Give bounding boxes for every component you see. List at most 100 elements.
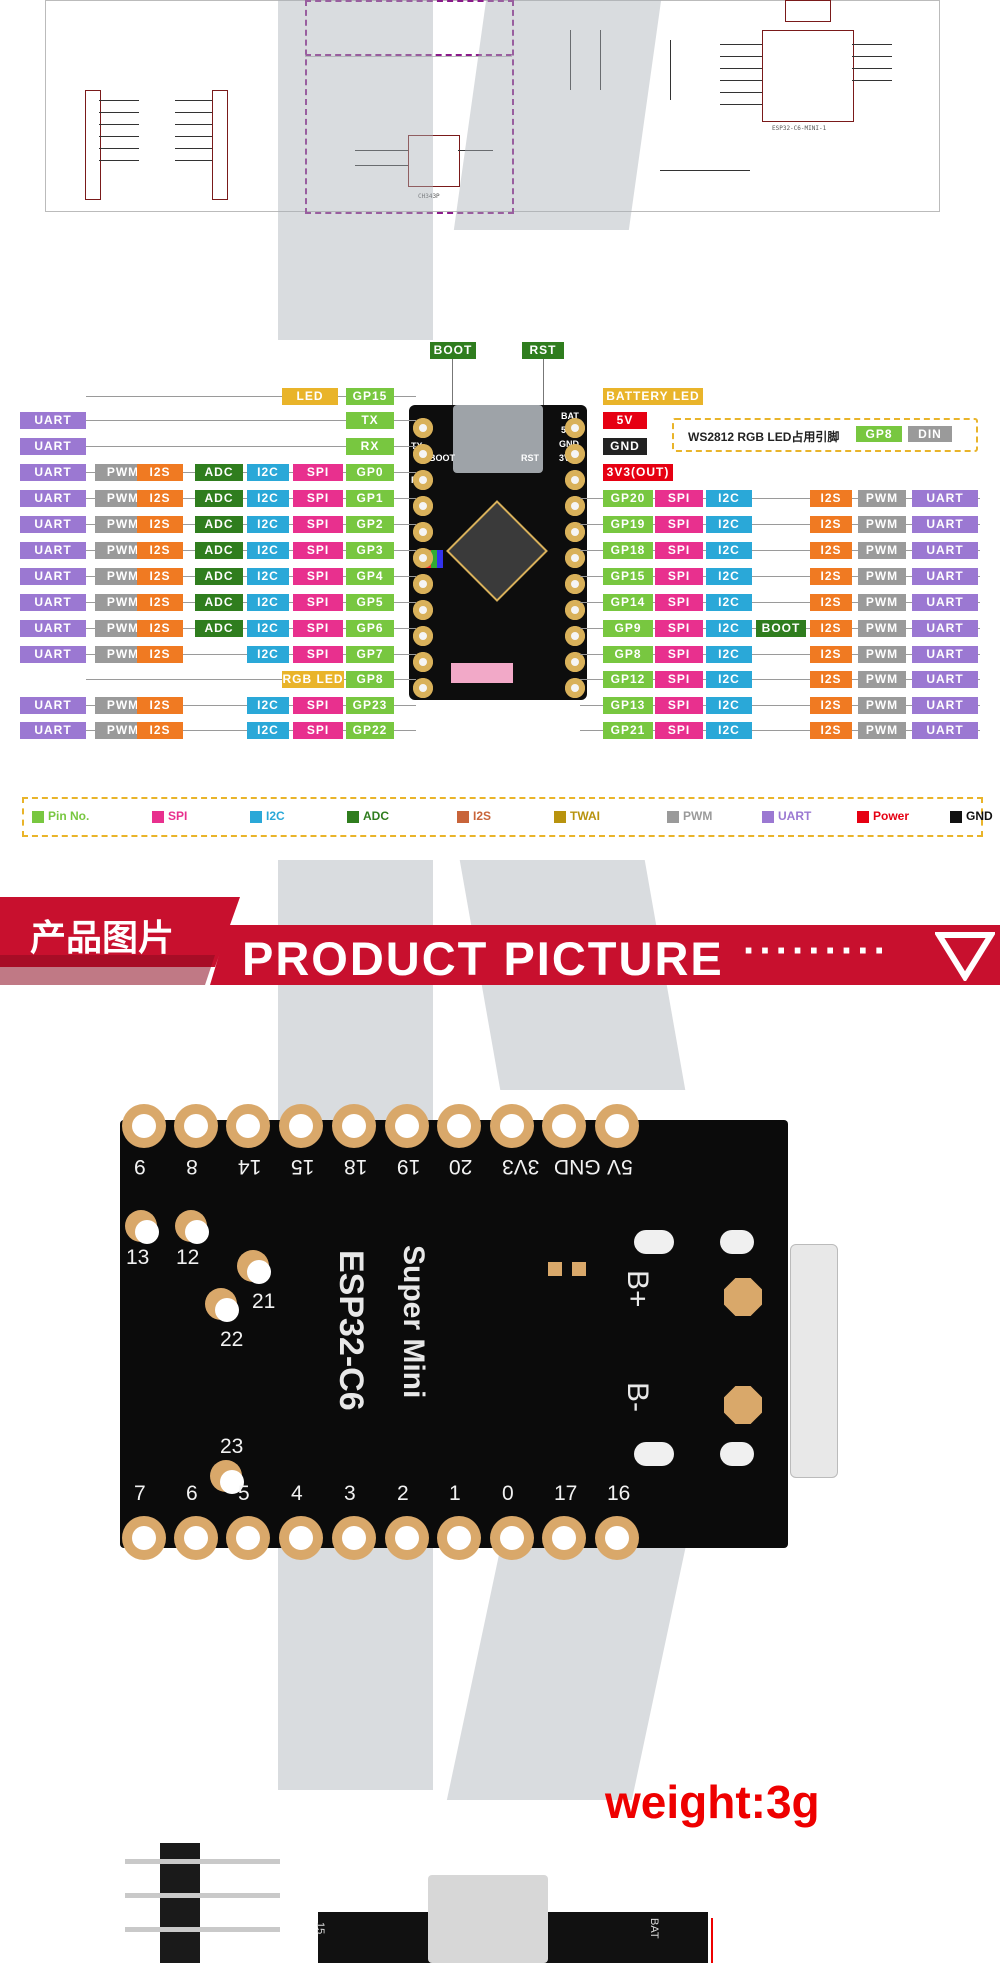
left-row-11-tag-rgb-led: RGB LED bbox=[282, 671, 344, 688]
bottom-pin-label-7: 7 bbox=[134, 1482, 146, 1505]
bottom-castellation-pad bbox=[542, 1516, 586, 1560]
right-row-13-tag-i2c: I2C bbox=[706, 722, 752, 739]
inner-pin-label-22: 22 bbox=[220, 1328, 244, 1351]
ch343p-chip bbox=[408, 135, 460, 187]
silk-b-plus: B+ bbox=[621, 1270, 654, 1308]
left-row-5-tag-adc: ADC bbox=[195, 516, 243, 533]
right-row-6-tag-uart: UART bbox=[912, 542, 978, 559]
legend-swatch-uart bbox=[762, 811, 774, 823]
top-pin-label-gnd: GND bbox=[554, 1155, 601, 1178]
board-pad bbox=[413, 626, 433, 646]
right-row-9-tag-spi: SPI bbox=[655, 620, 703, 637]
board-bat-label: BAT bbox=[561, 411, 579, 421]
left-row-6-tag-spi: SPI bbox=[293, 542, 343, 559]
top-castellation-pad bbox=[174, 1104, 218, 1148]
top-pin-label-3v3: 3V3 bbox=[502, 1155, 540, 1178]
connector-j2 bbox=[212, 90, 228, 200]
schematic-dashed-region bbox=[305, 0, 514, 214]
shield-pad bbox=[720, 1442, 754, 1466]
right-row-8-tag-uart: UART bbox=[912, 594, 978, 611]
right-row-6-tag-gp18: GP18 bbox=[603, 542, 653, 559]
right-row-11-tag-i2s: I2S bbox=[810, 671, 852, 688]
bottom-castellation-pad bbox=[332, 1516, 376, 1560]
inner-pin-pad-21 bbox=[237, 1250, 271, 1284]
right-row-8-tag-spi: SPI bbox=[655, 594, 703, 611]
banner-title-en: PRODUCT PICTURE bbox=[242, 932, 724, 985]
smd-pad bbox=[572, 1262, 586, 1276]
right-row-7-tag-pwm: PWM bbox=[858, 568, 906, 585]
bottom-castellation-pad bbox=[226, 1516, 270, 1560]
right-row-9-tag-i2s: I2S bbox=[810, 620, 852, 637]
right-row-0-tag-battery-led: BATTERY LED bbox=[603, 388, 703, 405]
legend-label-adc: ADC bbox=[363, 809, 389, 823]
legend-swatch-spi bbox=[152, 811, 164, 823]
legend-label-twai: TWAI bbox=[570, 809, 600, 823]
right-row-4-tag-spi: SPI bbox=[655, 490, 703, 507]
right-row-8-tag-pwm: PWM bbox=[858, 594, 906, 611]
right-row-7-tag-i2s: I2S bbox=[810, 568, 852, 585]
left-row-3-tag-i2c: I2C bbox=[247, 464, 289, 481]
schematic-section: CH343P ESP32-C6-MINI-1 bbox=[0, 0, 1000, 215]
right-row-5-tag-uart: UART bbox=[912, 516, 978, 533]
left-row-9-tag-uart: UART bbox=[20, 620, 86, 637]
usb-c-connector bbox=[453, 405, 543, 473]
left-row-4-tag-i2s: I2S bbox=[137, 490, 183, 507]
left-row-5-tag-gp2: GP2 bbox=[346, 516, 394, 533]
right-row-13-tag-gp21: GP21 bbox=[603, 722, 653, 739]
inner-pin-pad-12 bbox=[175, 1210, 209, 1244]
legend-label-power: Power bbox=[873, 809, 910, 823]
board-boot-label: BOOT bbox=[429, 453, 455, 463]
top-castellation-pad bbox=[437, 1104, 481, 1148]
left-row-7-tag-i2c: I2C bbox=[247, 568, 289, 585]
shield-pad bbox=[634, 1442, 674, 1466]
side-usb-connector bbox=[428, 1875, 548, 1963]
left-row-13-tag-spi: SPI bbox=[293, 722, 343, 739]
right-row-8-tag-gp14: GP14 bbox=[603, 594, 653, 611]
right-row-6-tag-i2s: I2S bbox=[810, 542, 852, 559]
left-row-3-tag-uart: UART bbox=[20, 464, 86, 481]
legend-swatch-i2c bbox=[250, 811, 262, 823]
board-pad bbox=[413, 522, 433, 542]
silk-b-minus: B- bbox=[621, 1382, 654, 1412]
top-castellation-pad bbox=[122, 1104, 166, 1148]
left-row-7-tag-gp4: GP4 bbox=[346, 568, 394, 585]
top-pin-label-8: 8 bbox=[186, 1155, 198, 1178]
board-pad bbox=[413, 470, 433, 490]
right-row-9-tag-uart: UART bbox=[912, 620, 978, 637]
left-row-9-tag-i2s: I2S bbox=[137, 620, 183, 637]
bottom-castellation-pad bbox=[122, 1516, 166, 1560]
left-row-1-tag-tx: TX bbox=[346, 412, 394, 429]
right-row-5-tag-spi: SPI bbox=[655, 516, 703, 533]
right-row-9-tag-gp9: GP9 bbox=[603, 620, 653, 637]
board-pad bbox=[413, 444, 433, 464]
right-row-12-tag-i2c: I2C bbox=[706, 697, 752, 714]
right-row-5-tag-i2c: I2C bbox=[706, 516, 752, 533]
left-row-2-line bbox=[86, 446, 416, 447]
ws2812-gp8-tag: GP8 bbox=[856, 426, 902, 442]
side-label-bat: BAT bbox=[648, 1918, 660, 1939]
right-row-4-tag-uart: UART bbox=[912, 490, 978, 507]
legend-label-pin-no-: Pin No. bbox=[48, 809, 90, 823]
legend-label-gnd: GND bbox=[966, 809, 993, 823]
bottom-castellation-pad bbox=[174, 1516, 218, 1560]
board-pad bbox=[565, 548, 585, 568]
banner-shape bbox=[0, 897, 1000, 985]
right-row-12-tag-uart: UART bbox=[912, 697, 978, 714]
bottom-pin-label-1: 1 bbox=[449, 1482, 461, 1505]
top-castellation-pad bbox=[332, 1104, 376, 1148]
left-row-7-tag-spi: SPI bbox=[293, 568, 343, 585]
board-pad bbox=[565, 470, 585, 490]
top-castellation-pad bbox=[595, 1104, 639, 1148]
board-pad bbox=[565, 418, 585, 438]
left-row-5-tag-uart: UART bbox=[20, 516, 86, 533]
inner-pin-pad-22 bbox=[205, 1288, 239, 1322]
legend-swatch-gnd bbox=[950, 811, 962, 823]
antenna-pad bbox=[451, 663, 513, 683]
top-pin-label-18: 18 bbox=[344, 1155, 368, 1178]
pin-23-label: 23 bbox=[220, 1435, 244, 1458]
legend-swatch-adc bbox=[347, 811, 359, 823]
board-pad bbox=[413, 496, 433, 516]
top-castellation-pad bbox=[279, 1104, 323, 1148]
right-row-7-tag-gp15: GP15 bbox=[603, 568, 653, 585]
top-castellation-pad bbox=[385, 1104, 429, 1148]
